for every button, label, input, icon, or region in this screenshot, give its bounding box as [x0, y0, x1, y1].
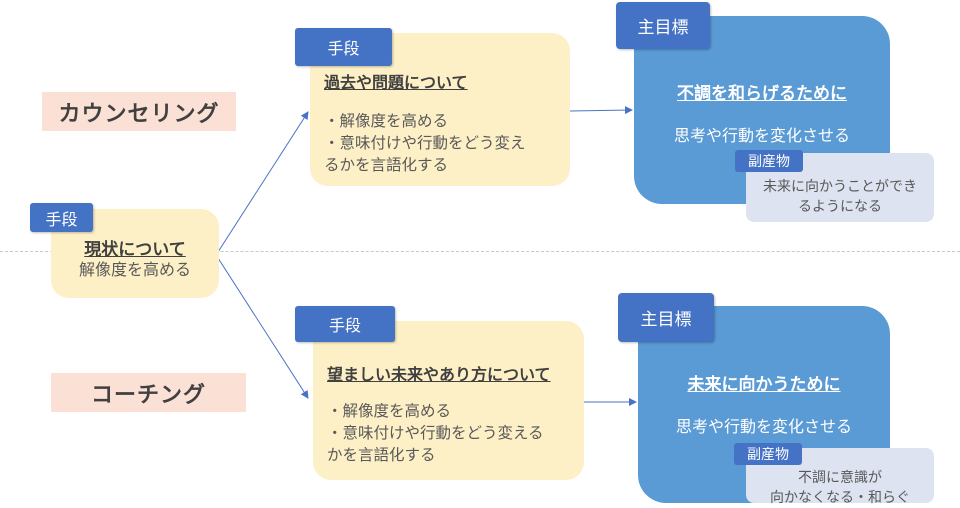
coaching-goal-tag: 主目標 [618, 293, 714, 342]
coaching-goal-subtitle: 思考や行動を変化させる [675, 417, 852, 436]
coaching-goal-title: 未来に向かうために [687, 375, 841, 395]
byproduct-line: 向かなくなる・和らぐ [770, 490, 910, 506]
byproduct-line: 不調に意識が [798, 470, 882, 486]
common-means-tag: 手段 [30, 203, 93, 232]
counseling-byproduct-tag: 副産物 [735, 150, 803, 172]
coaching-means-box: 望ましい未来やあり方について ・解像度を高める ・意味付けや行動をどう変える か… [313, 321, 584, 480]
byproduct-line: るようになる [798, 199, 882, 215]
counseling-means-title: 過去や問題について [324, 73, 468, 92]
counseling-label: カウンセリング [42, 92, 236, 131]
list-item: ・意味付けや行動をどう変え [324, 134, 526, 152]
coaching-byproduct-tag: 副産物 [734, 443, 802, 465]
arrow-to-coaching-means [217, 257, 309, 399]
coaching-means-title: 望ましい未来やあり方について [327, 365, 551, 384]
list-item: るかを言語化する [324, 156, 449, 174]
list-item: ・意味付けや行動をどう変える [327, 424, 544, 442]
counseling-means-list: ・解像度を高める ・意味付けや行動をどう変え るかを言語化する [324, 110, 564, 176]
section-divider [0, 251, 960, 252]
coaching-means-tag: 手段 [295, 306, 395, 342]
coaching-means-list: ・解像度を高める ・意味付けや行動をどう変える かを言語化する [327, 400, 581, 466]
coaching-label: コーチング [51, 373, 246, 412]
counseling-goal-tag: 主目標 [616, 2, 710, 49]
list-item: かを言語化する [327, 446, 436, 464]
arrow-to-counseling-means [217, 111, 309, 253]
common-means-title: 現状について [84, 240, 186, 260]
common-means-text: 解像度を高める [78, 260, 191, 279]
arrow-to-counseling-goal [569, 106, 633, 115]
list-item: ・解像度を高める [324, 112, 449, 130]
counseling-goal-subtitle: 思考や行動を変化させる [673, 126, 850, 145]
byproduct-line: 未来に向かうことができ [763, 179, 917, 195]
counseling-means-tag: 手段 [295, 28, 392, 66]
list-item: ・解像度を高める [327, 402, 452, 420]
counseling-goal-title: 不調を和らげるために [677, 84, 847, 104]
